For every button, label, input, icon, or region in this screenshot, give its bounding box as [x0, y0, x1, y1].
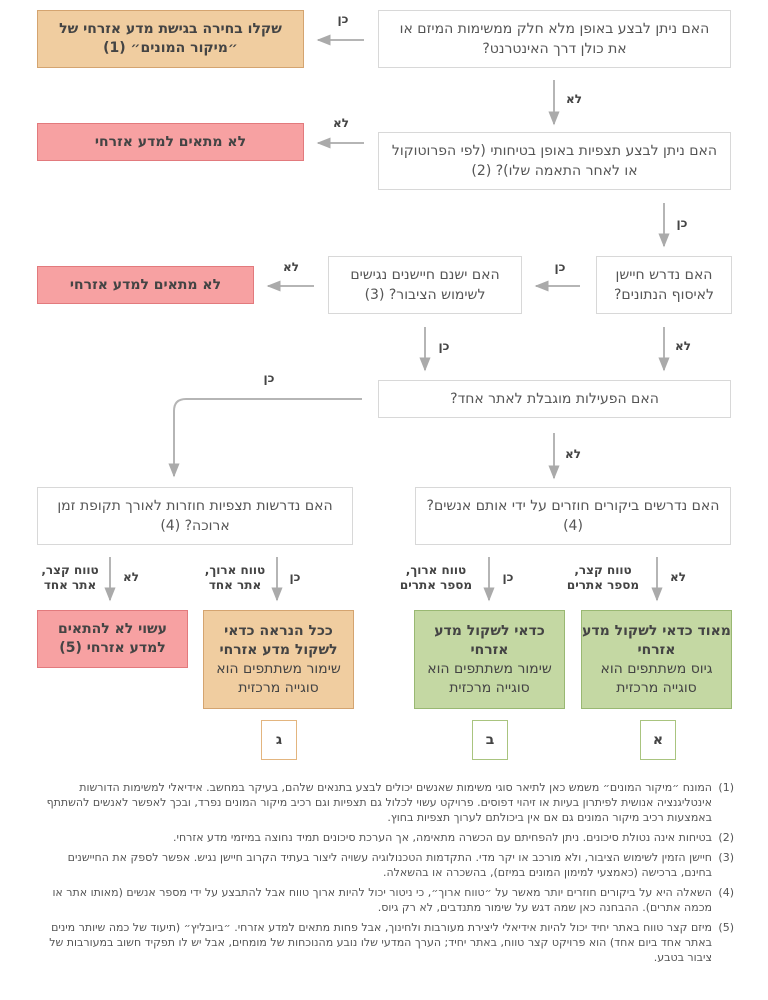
footnote-number: (2) — [718, 831, 734, 844]
question-safe-observation: האם ניתן לבצע תצפיות באופן בטיחותי (לפי … — [378, 132, 731, 190]
label-no-q1: לא — [566, 92, 582, 106]
label-no-q7: לא — [123, 570, 139, 584]
label-yes-q7: כן — [289, 570, 301, 584]
question-sensor-needed-text: האם נדרש חיישן לאיסוף הנתונים? — [614, 267, 714, 303]
outcome-b-title: כדאי לשקול מדע אזרחי — [434, 622, 545, 658]
question-repeat-visits: האם נדרשים ביקורים חוזרים על ידי אותם אנ… — [415, 487, 731, 545]
outcome-not-suitable-2: לא מתאים למדע אזרחי — [37, 266, 254, 304]
question-accessible-sensors-text: האם ישנם חיישנים נגישים לשימוש הציבור? (… — [350, 267, 500, 303]
outcome-b-recommended: כדאי לשקול מדע אזרחי שימור משתתפים הוא ס… — [414, 610, 565, 709]
label-yes-q4: כן — [438, 339, 450, 353]
outcome-not-suitable-2-text: לא מתאים למדע אזרחי — [69, 276, 222, 293]
outcome-g-title: ככל הנראה כדאי לשקול מדע אזרחי — [219, 622, 338, 658]
outcome-g-probably-recommended: ככל הנראה כדאי לשקול מדע אזרחי שימור משת… — [203, 610, 354, 709]
footnote-number: (4) — [718, 886, 734, 899]
label-short-one: טווח קצר, אתר אחד — [41, 563, 99, 592]
outcome-may-not-suit: עשוי לא להתאים למדע אזרחי (5) — [37, 610, 188, 668]
label-long-many: טווח ארוך, מספר אתרים — [399, 563, 473, 592]
footnote-3: (3) חיישן הזמין לשימוש הציבור, ולא מורכב … — [38, 850, 734, 880]
label-yes-q2: כן — [676, 216, 688, 230]
footnote-text: חיישן הזמין לשימוש הציבור, ולא מורכב או … — [67, 851, 712, 879]
label-long-one: טווח ארוך, אתר אחד — [204, 563, 266, 592]
tag-a: א — [640, 720, 676, 760]
outcome-crowdsourcing-text: שקלו בחירה בגישת מדע אזרחי של ״מיקור המו… — [59, 21, 282, 56]
label-no-q2: לא — [333, 116, 349, 130]
footnote-text: בטיחות אינה נטולת סיכונים. ניתן להפחיתם … — [173, 831, 712, 844]
question-safe-observation-text: האם ניתן לבצע תצפיות באופן בטיחותי (לפי … — [391, 143, 718, 179]
question-sensor-needed: האם נדרש חיישן לאיסוף הנתונים? — [596, 256, 732, 314]
label-no-q4: לא — [283, 260, 299, 274]
footnotes: (1) המונח ״מיקור המונים״ משמש כאן לתיאר ס… — [38, 780, 734, 970]
outcome-may-not-suit-text: עשוי לא להתאים למדע אזרחי (5) — [58, 621, 167, 656]
question-repeat-visits-text: האם נדרשים ביקורים חוזרים על ידי אותם אנ… — [426, 498, 720, 534]
footnote-1: (1) המונח ״מיקור המונים״ משמש כאן לתיאר ס… — [38, 780, 734, 825]
tag-g: ג — [261, 720, 297, 760]
footnote-number: (5) — [718, 921, 734, 934]
label-yes-q5: כן — [263, 371, 275, 385]
tag-b: ב — [472, 720, 508, 760]
question-online-tasks-text: האם ניתן לבצע באופן מלא חלק ממשימות המיז… — [399, 21, 710, 57]
footnote-5: (5) מיזם קצר טווח באתר יחיד יכול להיות אי… — [38, 920, 734, 965]
footnote-number: (1) — [718, 781, 734, 794]
footnote-4: (4) השאלה היא על ביקורים חוזרים יותר מאשר… — [38, 885, 734, 915]
outcome-a-subtitle: גיוס משתתפים הוא סוגייה מרכזית — [600, 660, 713, 696]
question-single-site-text: האם הפעילות מוגבלת לאתר אחד? — [450, 391, 659, 407]
label-yes-q1: כן — [337, 12, 349, 26]
label-yes-q6: כן — [502, 570, 514, 584]
question-repeat-observations-text: האם נדרשות תצפיות חוזרות לאורך תקופת זמן… — [57, 498, 333, 534]
footnote-text: המונח ״מיקור המונים״ משמש כאן לתיאר סוגי… — [46, 781, 712, 824]
label-yes-q3: כן — [554, 260, 566, 274]
label-no-q5: לא — [565, 447, 581, 461]
outcome-crowdsourcing: שקלו בחירה בגישת מדע אזרחי של ״מיקור המו… — [37, 10, 304, 68]
label-no-q3: לא — [675, 339, 691, 353]
outcome-g-subtitle: שימור משתתפים הוא סוגייה מרכזית — [216, 660, 341, 696]
footnote-2: (2) בטיחות אינה נטולת סיכונים. ניתן להפחי… — [38, 830, 734, 845]
arrow-q5-q7 — [168, 398, 362, 478]
outcome-not-suitable-1: לא מתאים למדע אזרחי — [37, 123, 304, 161]
footnote-text: השאלה היא על ביקורים חוזרים יותר מאשר על… — [52, 886, 712, 914]
label-short-many: טווח קצר, מספר אתרים — [566, 563, 640, 592]
question-online-tasks: האם ניתן לבצע באופן מלא חלק ממשימות המיז… — [378, 10, 731, 68]
footnote-text: מיזם קצר טווח באתר יחיד יכול להיות אידיא… — [49, 921, 712, 964]
question-single-site: האם הפעילות מוגבלת לאתר אחד? — [378, 380, 731, 418]
question-accessible-sensors: האם ישנם חיישנים נגישים לשימוש הציבור? (… — [328, 256, 522, 314]
outcome-not-suitable-1-text: לא מתאים למדע אזרחי — [94, 133, 247, 150]
outcome-a-highly-recommended: מאוד כדאי לשקול מדע אזרחי גיוס משתתפים ה… — [581, 610, 732, 709]
footnote-number: (3) — [718, 851, 734, 864]
label-no-q6: לא — [670, 570, 686, 584]
outcome-a-title: מאוד כדאי לשקול מדע אזרחי — [582, 622, 731, 658]
question-repeat-observations: האם נדרשות תצפיות חוזרות לאורך תקופת זמן… — [37, 487, 353, 545]
outcome-b-subtitle: שימור משתתפים הוא סוגייה מרכזית — [427, 660, 552, 696]
